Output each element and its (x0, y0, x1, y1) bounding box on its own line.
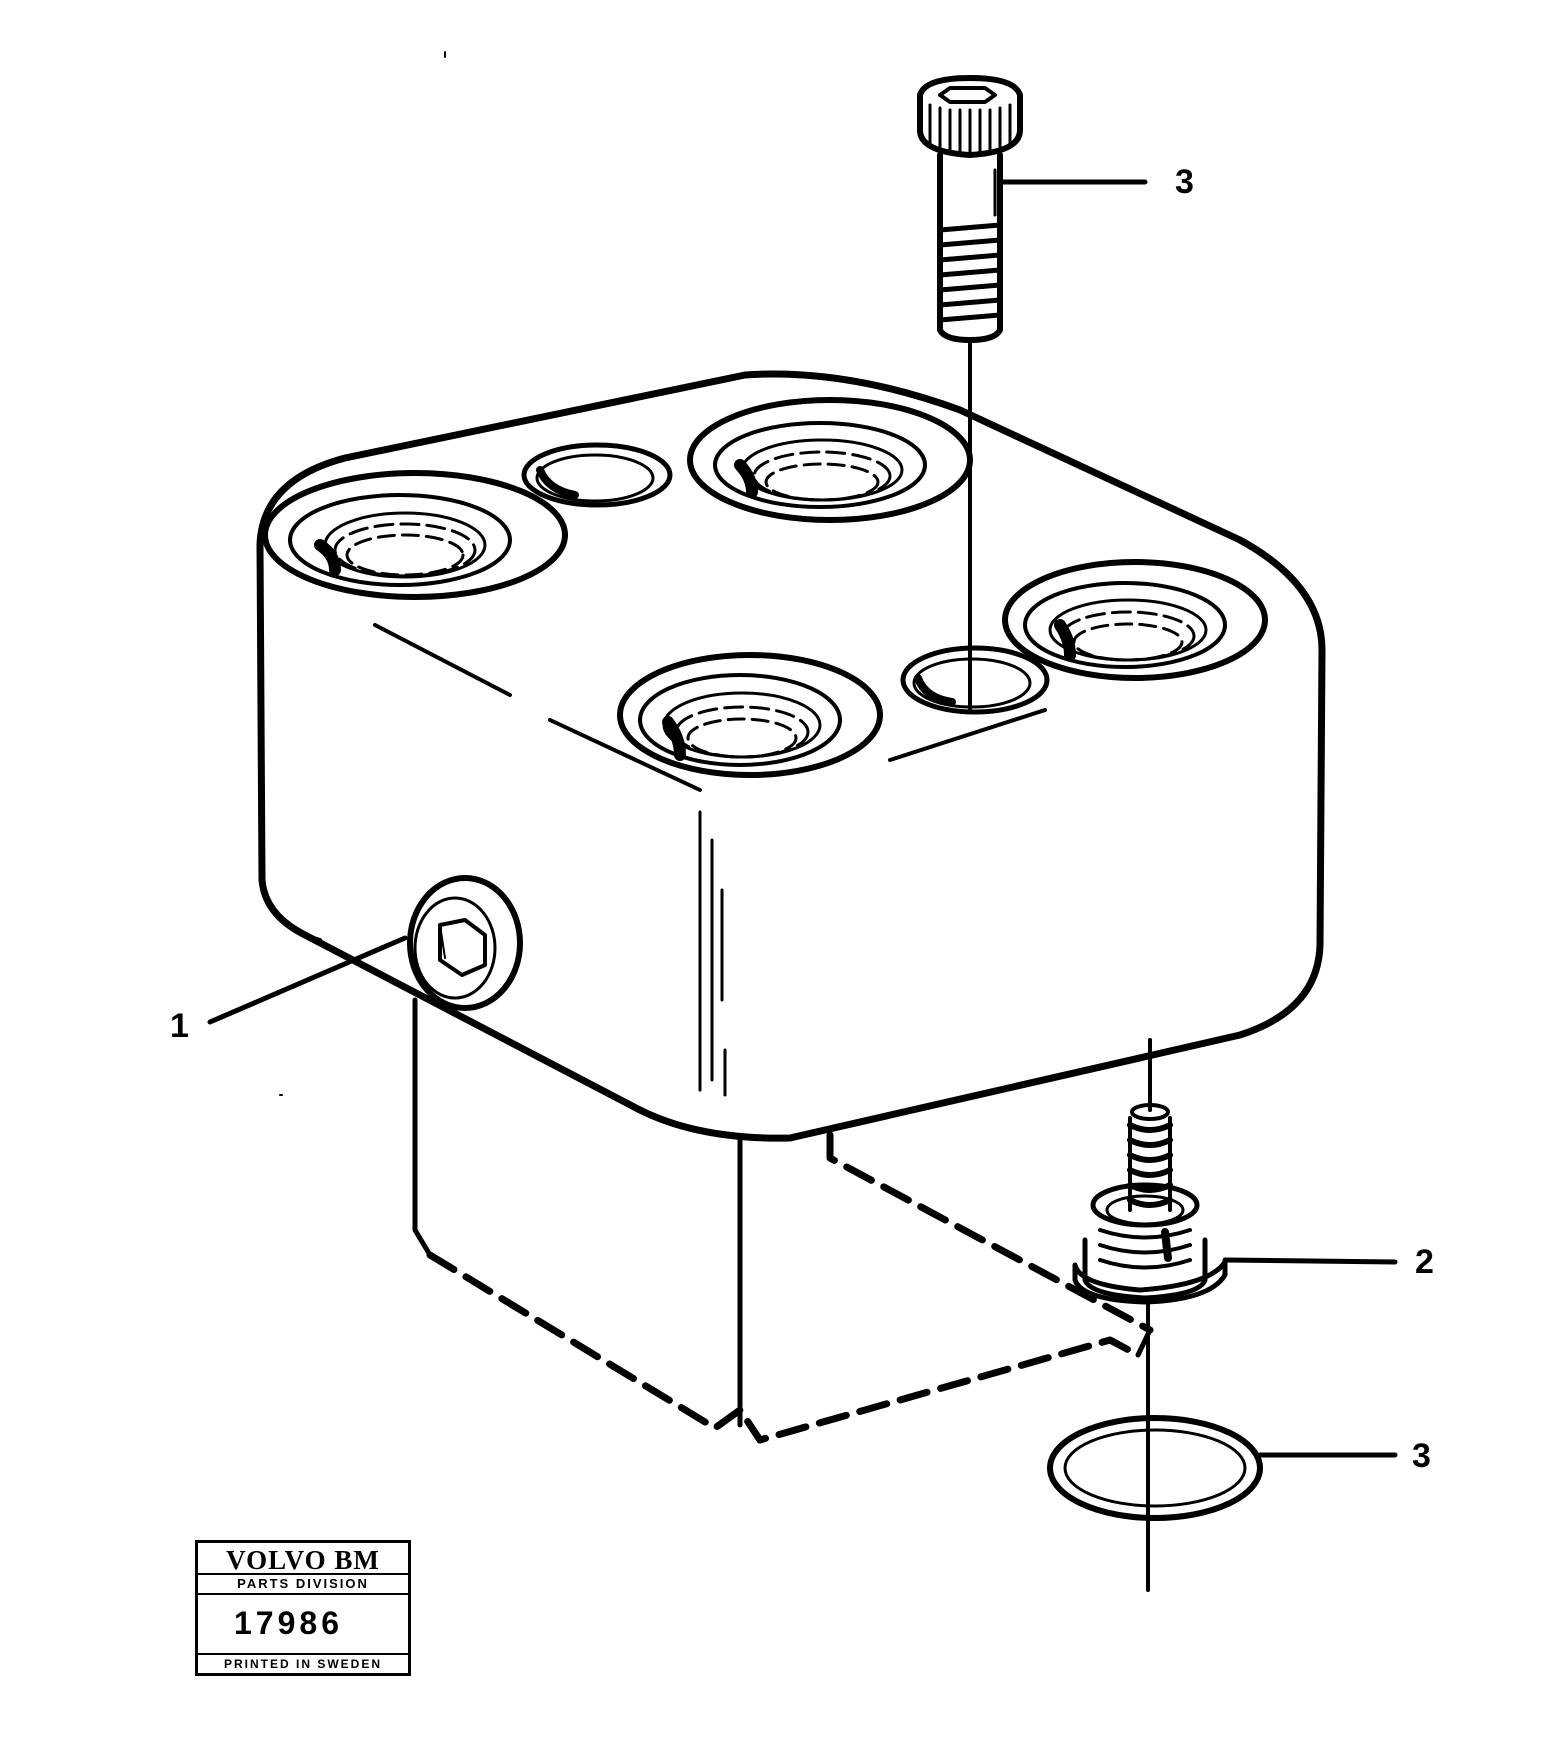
port-top-right (687, 397, 973, 523)
cap-screw (917, 75, 1023, 710)
side-plug (407, 875, 523, 1011)
port-top-left (262, 470, 568, 600)
stamp-brand: VOLVO BM (198, 1543, 408, 1575)
leader-lines (207, 179, 1398, 1458)
callout-bolt: 3 (1175, 163, 1194, 201)
relief-valve (1072, 1038, 1228, 1592)
port-right (1002, 559, 1268, 681)
parts-stamp: VOLVO BM PARTS DIVISION 17986 PRINTED IN… (195, 1540, 411, 1676)
callout-valve: 2 (1415, 1243, 1434, 1281)
valve-block (256, 370, 1326, 1142)
o-ring (1047, 1415, 1263, 1521)
callout-oring: 3 (1412, 1437, 1431, 1475)
stamp-printed: PRINTED IN SWEDEN (198, 1653, 408, 1673)
stamp-division: PARTS DIVISION (198, 1575, 408, 1595)
stamp-number: 17986 (234, 1605, 343, 1641)
port-bolt-hole (900, 645, 1050, 715)
callout-plug: 1 (170, 1007, 189, 1045)
port-top-small-left (521, 442, 673, 508)
hidden-lower-body (412, 997, 1154, 1444)
port-front (617, 652, 883, 778)
